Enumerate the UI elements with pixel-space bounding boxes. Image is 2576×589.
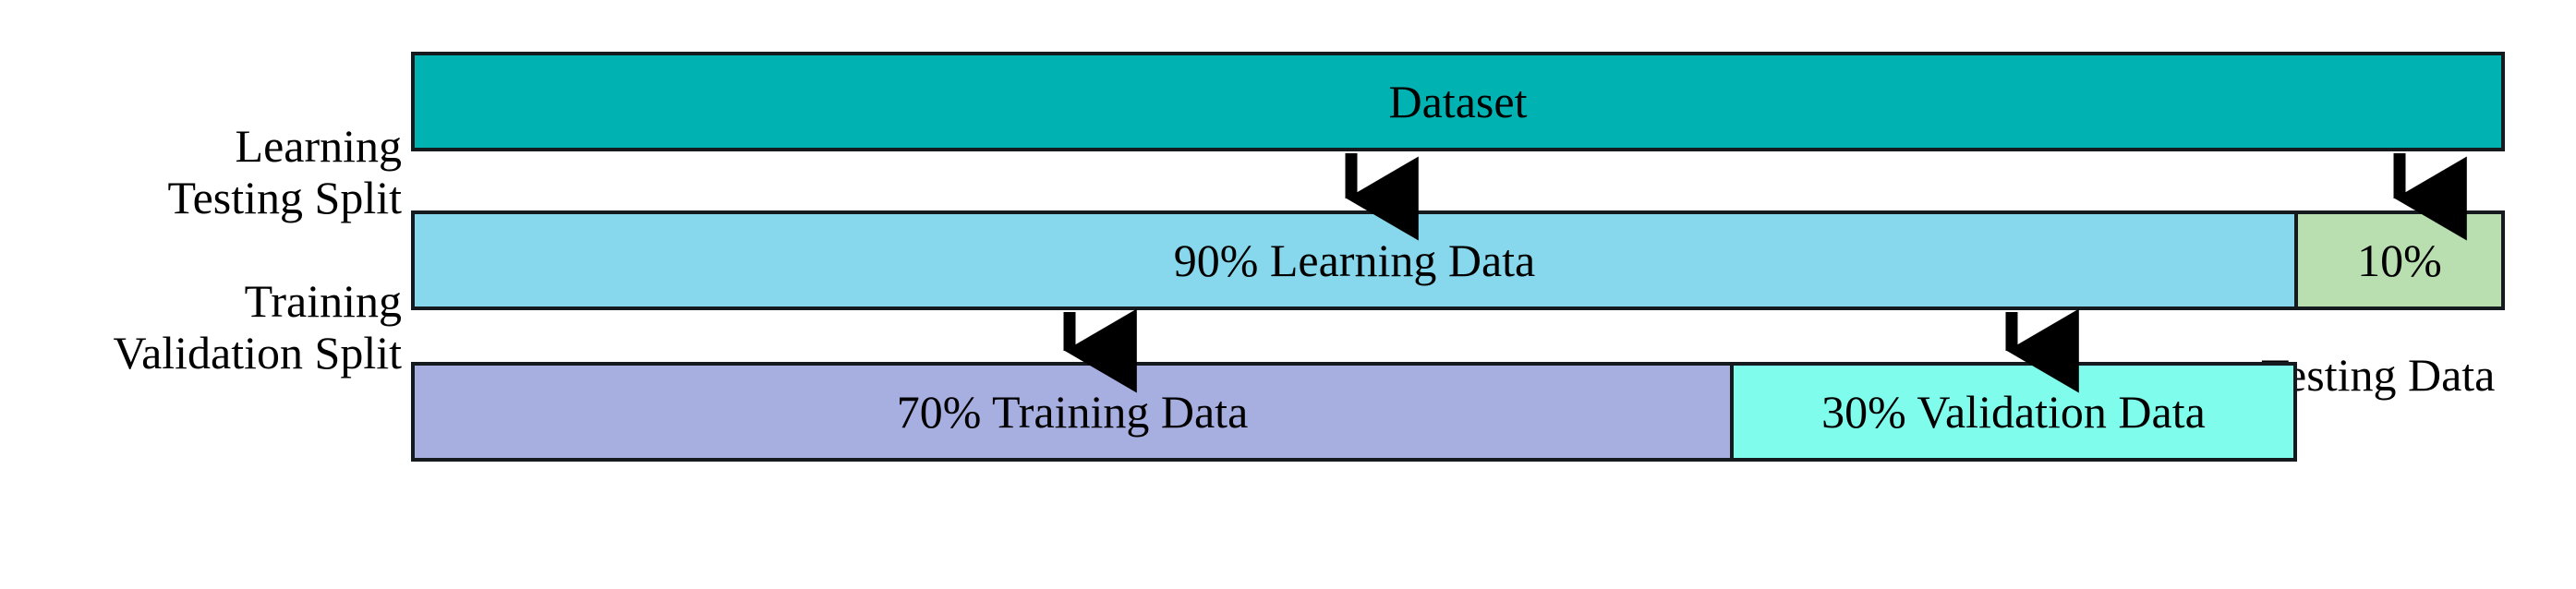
testing-data-outside-label: Testing Data bbox=[2261, 349, 2496, 401]
validation-data-block-label: 30% Validation Data bbox=[1821, 386, 2206, 438]
learning-testing-split-label-line1: Learning bbox=[235, 120, 402, 172]
learning-data-block-label: 90% Learning Data bbox=[1173, 234, 1536, 286]
dataset-block-label: Dataset bbox=[1388, 76, 1528, 127]
testing-data-block-label: 10% bbox=[2357, 234, 2442, 286]
learning-testing-split-label-line2: Testing Split bbox=[167, 172, 402, 223]
dataset-block: Dataset bbox=[411, 52, 2505, 151]
learning-testing-split-label: Learning Testing Split bbox=[168, 120, 402, 223]
training-validation-split-label: Training Validation Split bbox=[114, 275, 403, 379]
testing-data-block: 10% bbox=[2294, 210, 2505, 310]
training-data-block-label: 70% Training Data bbox=[896, 386, 1249, 438]
training-validation-split-label-line2: Validation Split bbox=[113, 327, 403, 379]
training-validation-split-label-line1: Training bbox=[244, 275, 402, 327]
